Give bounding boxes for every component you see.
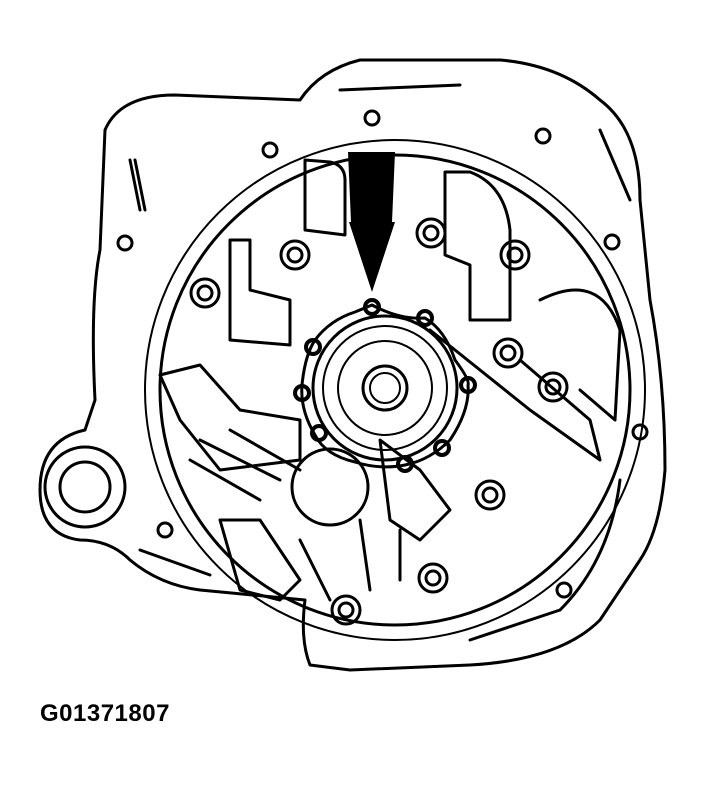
figure-id-caption: G01371807 (40, 700, 170, 727)
bell-housing-ring (158, 153, 632, 627)
housing-outline (38, 58, 667, 672)
left-boss (43, 445, 127, 529)
output-flange (300, 303, 470, 469)
pointer-arrow (348, 152, 395, 292)
flange-bolts (293, 298, 477, 473)
housing-bolts (189, 217, 569, 626)
lower-bore (290, 447, 370, 527)
